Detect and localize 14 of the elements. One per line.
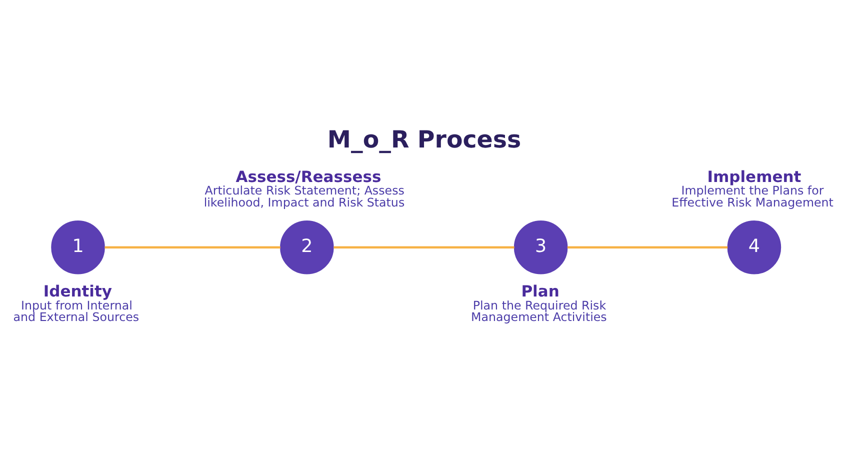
diagram-title: M_o_R Process bbox=[327, 124, 522, 153]
node-circle: 1 bbox=[51, 220, 105, 274]
node-label: Implement bbox=[707, 167, 802, 186]
node-circle: 4 bbox=[727, 220, 782, 274]
node-circle: 3 bbox=[514, 220, 568, 274]
connector bbox=[104, 246, 280, 248]
node-label: Plan bbox=[521, 282, 560, 300]
node-label: Assess/Reassess bbox=[236, 167, 382, 186]
node-label: Identity bbox=[43, 282, 112, 300]
node-label: Plan the Required Risk Management Activities bbox=[471, 298, 607, 324]
connector bbox=[567, 246, 728, 248]
connector bbox=[334, 246, 514, 248]
node-circle: 2 bbox=[280, 220, 334, 274]
node-label: Articulate Risk Statement; Assess likelihood, Impact and Risk Status bbox=[204, 182, 405, 209]
